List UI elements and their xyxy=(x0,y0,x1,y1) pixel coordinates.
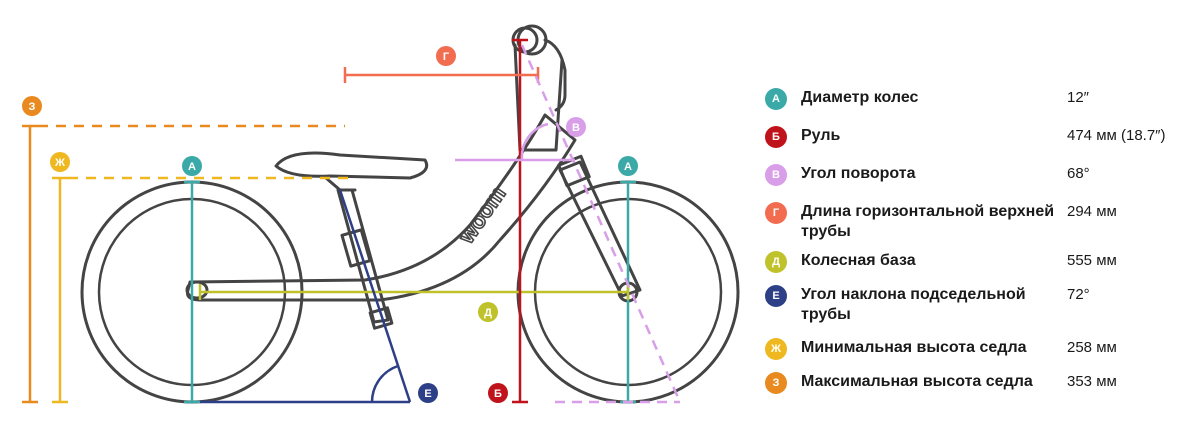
legend-badge: А xyxy=(765,88,787,110)
marker-a-front-label: А xyxy=(624,161,632,173)
legend-value: 12″ xyxy=(1067,89,1089,106)
marker-g-label: Г xyxy=(443,51,450,63)
legend-badge: Ж xyxy=(765,338,787,360)
head-angle xyxy=(455,44,682,404)
head-tube xyxy=(513,43,564,152)
marker-e-label: Е xyxy=(424,388,431,400)
marker-v xyxy=(566,117,586,137)
saddle-base xyxy=(324,176,357,192)
top-tube-length xyxy=(343,67,540,83)
legend-value: 294 мм xyxy=(1067,203,1117,220)
bike-drawing xyxy=(80,24,740,404)
marker-zh xyxy=(50,152,70,172)
seat-clamp xyxy=(340,228,372,268)
legend-value: 68° xyxy=(1067,165,1090,182)
fork xyxy=(558,160,642,298)
legend-value: 353 мм xyxy=(1067,373,1117,390)
max-saddle-height xyxy=(22,124,345,404)
rear-hub xyxy=(185,280,209,300)
legend-label: Угол поворота xyxy=(801,165,916,182)
legend-label: Длина горизонтальной верхней трубы xyxy=(801,203,1055,240)
legend-badge: В xyxy=(765,164,787,186)
legend-label: Руль xyxy=(801,127,841,144)
marker-a-rear xyxy=(182,156,202,176)
marker-v-label: В xyxy=(572,122,580,134)
legend-badge: З xyxy=(765,372,787,394)
marker-e xyxy=(418,383,438,403)
saddle xyxy=(274,151,429,180)
legend-label: Максимальная высота седла xyxy=(801,373,1033,390)
handlebar-height xyxy=(512,38,528,404)
legend-label: Диаметр колес xyxy=(801,89,919,106)
min-saddle-height xyxy=(52,176,350,404)
marker-g xyxy=(436,46,456,66)
legend-label: Минимальная высота седла xyxy=(801,339,1027,356)
bike-geometry-diagram: woom З Ж А А Д xyxy=(22,24,740,404)
legend-label: Угол наклона подседельной трубы xyxy=(801,286,1026,323)
marker-zh-label: Ж xyxy=(54,157,65,169)
legend-badge: Б xyxy=(765,126,787,148)
wheelbase xyxy=(198,284,630,300)
marker-a-front xyxy=(618,156,638,176)
marker-d xyxy=(478,302,498,322)
legend-label: Колесная база xyxy=(801,252,916,269)
legend-badge: Е xyxy=(765,285,787,307)
marker-a-rear-label: А xyxy=(188,161,196,173)
legend-value: 258 мм xyxy=(1067,339,1117,356)
legend-badge: Г xyxy=(765,202,787,224)
legend-badge: Д xyxy=(765,251,787,273)
legend-value: 72° xyxy=(1067,286,1090,303)
marker-d-label: Д xyxy=(484,307,492,319)
legend-value: 474 мм (18.7″) xyxy=(1067,127,1166,144)
bike-frame xyxy=(186,113,577,302)
wheel-diameter-rear xyxy=(184,180,200,404)
stem xyxy=(543,38,567,112)
marker-b xyxy=(488,383,508,403)
marker-z xyxy=(22,96,42,116)
marker-z-label: З xyxy=(29,101,36,113)
legend-value: 555 мм xyxy=(1067,252,1117,269)
seat-tube-angle xyxy=(200,189,412,404)
marker-b-label: Б xyxy=(494,388,502,400)
